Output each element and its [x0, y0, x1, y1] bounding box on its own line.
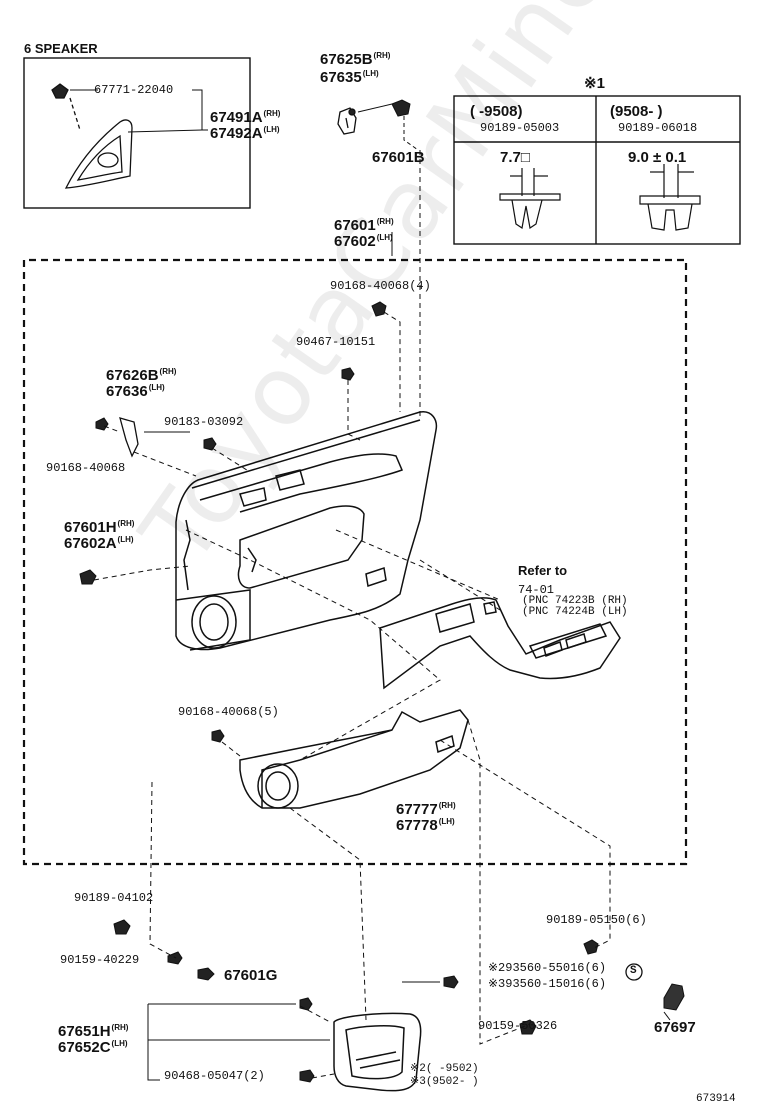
speaker-cover-icon: [333, 1012, 422, 1092]
label-93560-55016: ※293560-55016(6): [488, 961, 607, 975]
label-67697: 67697: [654, 1019, 696, 1036]
lower-armrest-icon: [239, 709, 469, 809]
bracket-67626b-icon: [119, 417, 139, 458]
clip-col1-part: 90189-05003: [480, 121, 560, 135]
label-90159-40229: 90159-40229: [60, 953, 140, 967]
label-67651h: 67651H(RH): [58, 1023, 129, 1040]
label-90189-04102: 90189-04102: [74, 891, 154, 905]
speaker-box-title: 6 SPEAKER: [24, 41, 98, 56]
label-67491a: 67491A(RH): [210, 109, 281, 126]
label-67601b: 67601B: [372, 149, 425, 166]
label-67626b: 67626B(RH): [106, 367, 177, 384]
label-90183-03092: 90183-03092: [164, 415, 244, 429]
s-mark-circle: [625, 963, 643, 981]
clip-table: [453, 95, 741, 245]
clip-table-mark: ※1: [584, 75, 605, 92]
clip-icon: [499, 168, 561, 230]
label-90159-50326: 90159-50326: [478, 1019, 558, 1033]
clip-67601b-icon: [391, 99, 411, 117]
clip-col1-range: ( -9508): [470, 103, 523, 120]
refer-page[interactable]: 74-01: [518, 583, 555, 597]
refer-pnc-lh: (PNC 74224B (LH): [522, 606, 628, 618]
label-93560-15016: ※393560-15016(6): [488, 977, 607, 991]
clip-icon: [639, 164, 701, 231]
label-67777: 67777(RH): [396, 801, 456, 818]
label-67635: 67635(LH): [320, 69, 379, 86]
clip-col2-dim: 9.0 ± 0.1: [628, 149, 687, 166]
label-67601: 67601(RH): [334, 217, 394, 234]
door-trim-panel-icon: [175, 411, 438, 651]
label-90189-05150-6: 90189-05150(6): [546, 913, 647, 927]
refer-pnc-rh: (PNC 74223B (RH): [522, 595, 628, 607]
label-67602a: 67602A(LH): [64, 535, 134, 552]
label-67601h: 67601H(RH): [64, 519, 135, 536]
label-90168-40068-5: 90168-40068(5): [178, 705, 279, 719]
figure-number: 673914: [696, 1093, 736, 1105]
note-3: ※3(9502- ): [410, 1076, 479, 1088]
label-90468-05047-2: 90468-05047(2): [164, 1069, 265, 1083]
label-90168-40068: 90168-40068: [46, 461, 126, 475]
refer-to-label: Refer to: [518, 563, 568, 578]
label-67636: 67636(LH): [106, 383, 165, 400]
clip-col2-part: 90189-06018: [618, 121, 698, 135]
tweeter-cover-icon: [51, 83, 133, 189]
clip-col1-dim: 7.7□: [500, 149, 530, 166]
label-67625b: 67625B(RH): [320, 51, 391, 68]
s-mark: S: [630, 965, 637, 977]
label-67602: 67602(LH): [334, 233, 393, 250]
label-67601g: 67601G: [224, 967, 278, 984]
note-2: ※2( -9502): [410, 1063, 479, 1075]
cover-67697-icon: [663, 983, 685, 1011]
label-67778: 67778(LH): [396, 817, 455, 834]
bracket-67625b-icon: [337, 107, 357, 135]
label-90467-10151: 90467-10151: [296, 335, 376, 349]
speaker-inset-frame: [23, 57, 251, 209]
label-67771-22040: 67771-22040: [94, 83, 174, 97]
door-trim-bracket: [22, 258, 688, 866]
label-67492a: 67492A(LH): [210, 125, 280, 142]
clip-col2-range: (9508- ): [610, 103, 663, 120]
label-67652c: 67652C(LH): [58, 1039, 128, 1056]
label-90168-40068-4: 90168-40068(4): [330, 279, 431, 293]
